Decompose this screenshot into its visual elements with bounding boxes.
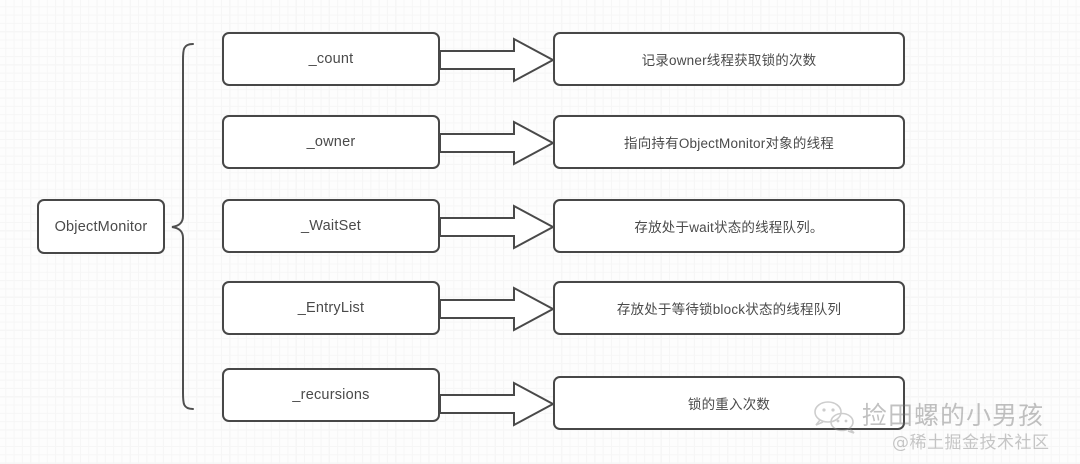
node-description[interactable]: 存放处于wait状态的线程队列。 [553,199,905,253]
node-description-label: 存放处于wait状态的线程队列。 [634,220,824,235]
node-field-label: _owner [306,134,356,150]
node-description[interactable]: 存放处于等待锁block状态的线程队列 [553,281,905,335]
node-field[interactable]: _owner [222,115,440,169]
node-description[interactable]: 指向持有ObjectMonitor对象的线程 [553,115,905,169]
node-description-label: 记录owner线程获取锁的次数 [641,53,817,68]
node-description[interactable]: 记录owner线程获取锁的次数 [553,32,905,86]
node-field-label: _count [308,51,354,67]
node-description-label: 指向持有ObjectMonitor对象的线程 [624,136,834,151]
node-field[interactable]: _count [222,32,440,86]
node-objectmonitor[interactable]: ObjectMonitor [37,199,165,254]
node-field-label: _recursions [292,387,370,403]
curly-brace-icon [171,43,194,410]
node-field[interactable]: _EntryList [222,281,440,335]
node-description-label: 锁的重入次数 [687,397,771,412]
block-arrow-right-icon [439,286,556,332]
node-description-label: 存放处于等待锁block状态的线程队列 [616,302,842,317]
node-description[interactable]: 锁的重入次数 [553,376,905,430]
node-field-label: _EntryList [297,300,365,316]
block-arrow-right-icon [439,204,556,250]
block-arrow-right-icon [439,37,556,83]
block-arrow-right-icon [439,120,556,166]
node-field[interactable]: _recursions [222,368,440,422]
node-field-label: _WaitSet [301,218,361,234]
watermark-subtitle: @稀土掘金技术社区 [892,433,1050,453]
node-field[interactable]: _WaitSet [222,199,440,253]
node-objectmonitor-label: ObjectMonitor [54,218,148,235]
block-arrow-right-icon [439,381,556,427]
